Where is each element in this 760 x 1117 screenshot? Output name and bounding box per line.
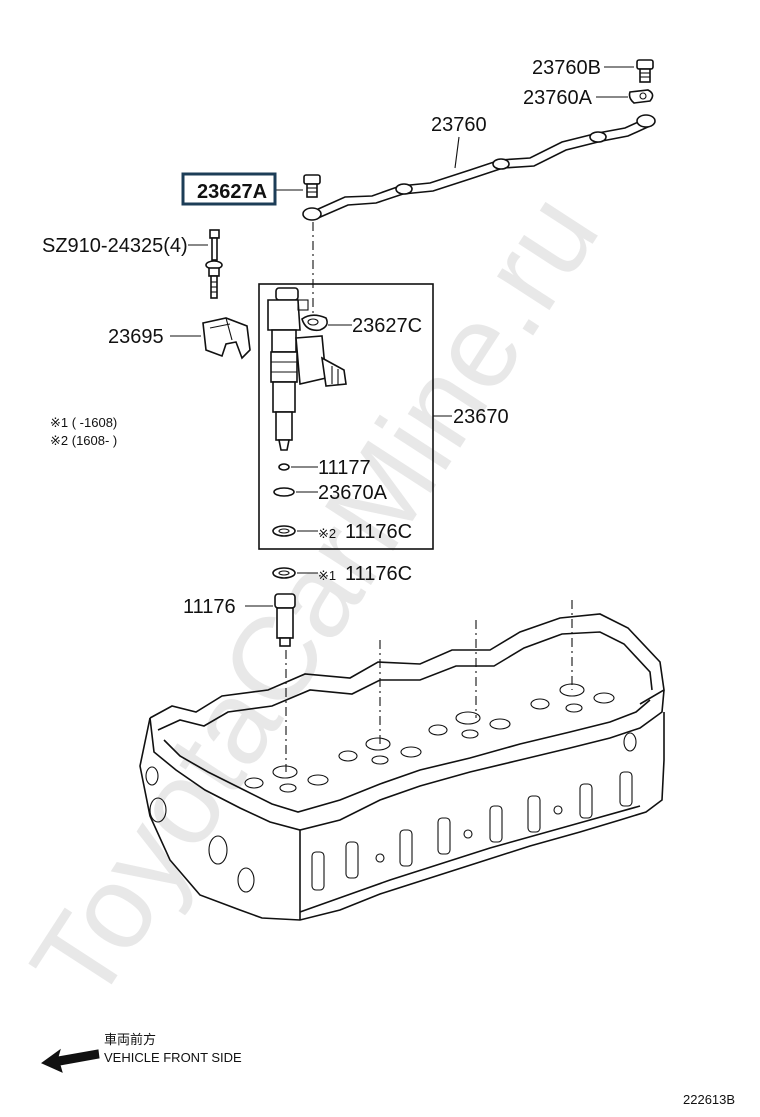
label-23760[interactable]: 23760: [431, 114, 487, 136]
mark-1: ※1: [318, 568, 336, 583]
label-23670[interactable]: 23670: [453, 406, 509, 428]
label-23670a[interactable]: 23670A: [318, 482, 388, 504]
bolt-23760b[interactable]: [636, 59, 654, 83]
gasket-23627c[interactable]: [301, 314, 328, 332]
label-23695[interactable]: 23695: [108, 326, 164, 348]
nozzle-sleeve-11176[interactable]: [274, 593, 296, 647]
highlight-box[interactable]: [181, 172, 277, 206]
oring-23670a[interactable]: [273, 487, 295, 497]
washer-11176c[interactable]: [272, 567, 296, 579]
label-11176[interactable]: 11176: [183, 596, 236, 618]
leak-off-pipe-23760[interactable]: [302, 114, 656, 221]
label-11177[interactable]: 11177: [318, 457, 371, 479]
note-1: ※1 ( -1608): [50, 415, 117, 430]
cylinder-head[interactable]: [139, 613, 665, 921]
clamp-23695[interactable]: [202, 317, 251, 360]
mark-2: ※2: [318, 526, 336, 541]
direction-label-jp: 車両前方: [104, 1032, 156, 1047]
label-23627c[interactable]: 23627C: [352, 315, 422, 337]
label-11176c[interactable]: 11176C: [345, 563, 412, 585]
bolt-23627a[interactable]: [303, 174, 321, 198]
label-11176c-kit[interactable]: 11176C: [345, 521, 412, 543]
stud-bolt-sz910[interactable]: [205, 229, 223, 299]
watermark: ToyotaCarMine.ru: [6, 171, 624, 1024]
leader-23760: [454, 136, 460, 169]
label-sz910[interactable]: SZ910-24325(4): [42, 235, 188, 257]
clip-23760a[interactable]: [628, 89, 654, 104]
front-direction-arrow-icon: [41, 1048, 100, 1073]
label-23760a[interactable]: 23760A: [523, 87, 593, 109]
note-2: ※2 (1608- ): [50, 433, 117, 448]
oring-11177[interactable]: [278, 463, 290, 471]
direction-label-en: VEHICLE FRONT SIDE: [104, 1050, 242, 1065]
washer-11176c-kit[interactable]: [272, 525, 296, 537]
fuel-injector[interactable]: [267, 287, 347, 451]
label-23627a[interactable]: 23627A: [197, 181, 267, 203]
figure-code: 222613B: [683, 1092, 735, 1107]
label-23760b[interactable]: 23760B: [532, 57, 601, 79]
